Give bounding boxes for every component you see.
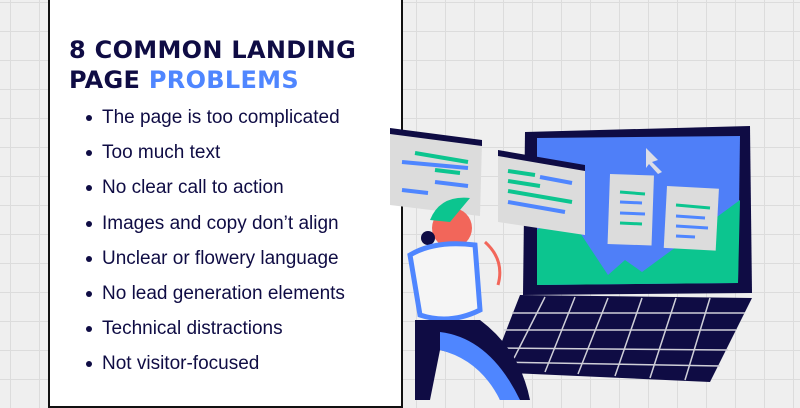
list-item: No lead generation elements [84, 280, 345, 315]
laptop-keyboard [490, 295, 752, 382]
list-item: Too much text [84, 139, 345, 174]
list-item: Technical distractions [84, 315, 345, 350]
problems-list: The page is too complicated Too much tex… [84, 104, 345, 386]
title-line-1: 8 COMMON LANDING [69, 36, 357, 64]
problems-card: 8 COMMON LANDING PAGE PROBLEMS The page … [48, 0, 403, 408]
list-item: No clear call to action [84, 174, 345, 209]
list-item: The page is too complicated [84, 104, 345, 139]
floating-windows [390, 128, 585, 235]
list-item: Images and copy don’t align [84, 210, 345, 245]
person-figure [407, 197, 530, 400]
list-item: Unclear or flowery language [84, 245, 345, 280]
laptop-illustration [390, 126, 752, 400]
title-plain: PAGE [69, 66, 149, 94]
title-accent: PROBLEMS [148, 66, 299, 94]
title-line-2: PAGE PROBLEMS [69, 65, 356, 95]
cursor-icon [646, 148, 662, 174]
page-title: 8 COMMON LANDING PAGE PROBLEMS [69, 35, 356, 95]
list-item: Not visitor-focused [84, 350, 345, 385]
